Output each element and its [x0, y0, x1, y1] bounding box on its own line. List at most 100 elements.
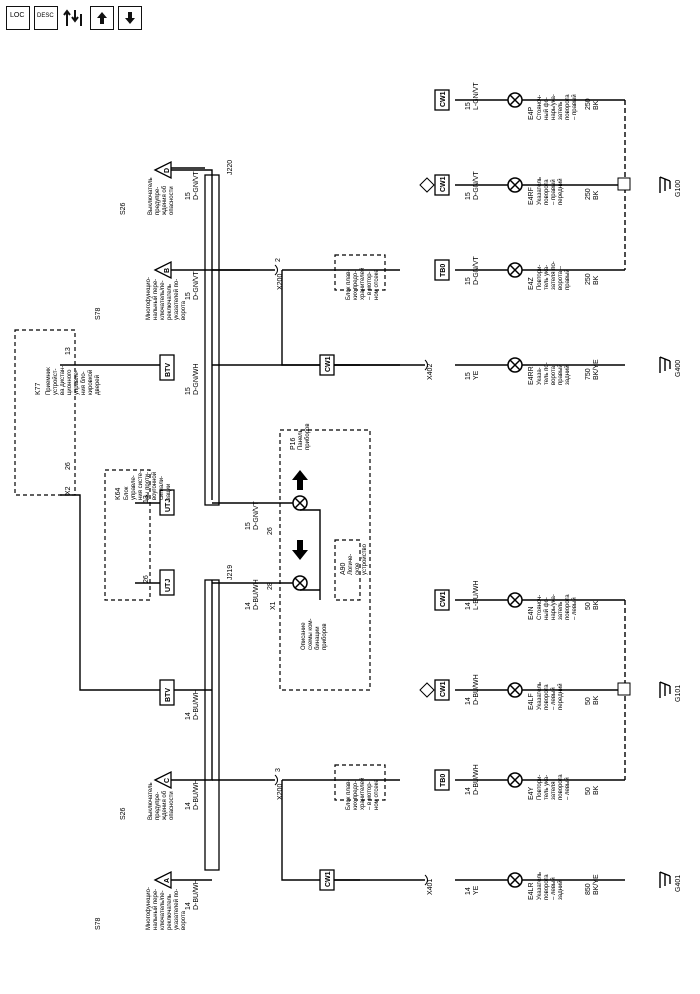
- p16-pin26: 26: [267, 527, 274, 535]
- connector-x401-label: X401: [427, 879, 434, 895]
- lamp-e4p-desc: Стояноч-ный фо-нарь/ука-зательповорота– …: [537, 94, 578, 120]
- module-k77-desc: Приемникустройст-ва дистан-ционногоуправ…: [46, 366, 101, 395]
- wire-label-buwh-6: 14D-BU/WH: [465, 764, 480, 795]
- lamp-e4y-x: [509, 774, 521, 786]
- box-tb0-2: [434, 259, 450, 281]
- module-k77-code: K77: [35, 382, 42, 395]
- wire-label-gnvt-3: 15D-GN/VT: [245, 501, 260, 531]
- svg-text:DESC: DESC: [37, 13, 54, 19]
- lamp-e4rr-x: [509, 359, 521, 371]
- lamp-e4rf-desc: Указательповорота– правыйпередний: [537, 177, 564, 205]
- box-cw1-x401-label: CW1: [325, 871, 332, 887]
- module-k77-pin26: 26: [65, 462, 72, 470]
- module-k64-pin26: 26: [143, 575, 150, 583]
- module-k64-pin13: 13: [143, 495, 150, 503]
- switch-s78-top-pin: B: [164, 268, 171, 273]
- switch-s26-bot-pin: C: [164, 778, 171, 783]
- box-btv-top: [159, 354, 175, 381]
- arrow-up-icon: [292, 470, 308, 490]
- switch-s26-top-pin: D: [164, 168, 171, 173]
- box-cw1-4: [434, 679, 450, 701]
- connector-x200-top: [274, 264, 278, 276]
- arrow-down-icon[interactable]: [118, 6, 142, 30]
- lamp-e4lf-code: E4LF: [528, 693, 535, 710]
- switch-s26-bot-code: S26: [120, 807, 127, 820]
- wire-label-gnvt-2: 15D-GN/VT: [185, 271, 200, 301]
- svg-text:LOC: LOC: [10, 12, 24, 19]
- module-a90-code: A90: [340, 562, 347, 575]
- switch-s78-top-code: S78: [95, 307, 102, 320]
- wire-label-bk50-3: 50BK: [585, 785, 600, 795]
- lamp-e4n-desc: Стояноч-ный фо-нарь/ука-зательповорота– …: [537, 594, 578, 620]
- module-k64-desc: Блокуправле-ния систе-мы проти-воугонной…: [124, 471, 172, 500]
- connector-x200-bot-label: X200: [277, 784, 284, 800]
- lamp-e4lf-desc: Указательповорота– левыйпередний: [537, 682, 564, 710]
- box-tb0-2-label: TB0: [440, 264, 447, 277]
- description-note: Описаниесхемы ком-бинацииприборов: [301, 618, 328, 650]
- splice-j219-label: J219: [227, 565, 234, 580]
- connector-x401: [424, 874, 428, 886]
- box-tb0-5: [434, 769, 450, 791]
- ground-splice-bot: [617, 682, 631, 696]
- p16-x1: X1: [270, 601, 277, 610]
- wire-label-gnwh: 15D-GN/WH: [185, 364, 200, 396]
- g401-label: G401: [675, 875, 682, 892]
- module-x50a-bot-desc: Блок плав-ких предо-хранителей– в мотор-…: [346, 778, 380, 810]
- connector-pin3: 3: [275, 768, 282, 772]
- module-p16-code: P16: [290, 437, 297, 450]
- wire-btv-bot: [60, 494, 212, 691]
- box-btv-top-label: BTV: [165, 363, 172, 377]
- lamp-e4lf-x: [509, 684, 521, 696]
- junction-diamond-bot: [419, 682, 435, 698]
- box-tb0-5-label: TB0: [440, 774, 447, 787]
- wire-label-ye15: 15YE: [465, 370, 480, 380]
- switch-s78-bot: [153, 870, 172, 890]
- lamp-e4lr-code: E4LR: [528, 882, 535, 900]
- wire-p16-a90: [300, 509, 321, 600]
- arrow-down-icon: [292, 540, 308, 560]
- g100-ground-icon: [659, 176, 671, 193]
- box-cw1-0: [434, 89, 450, 111]
- box-btv-bot-label: BTV: [165, 688, 172, 702]
- box-btv-bot: [159, 679, 175, 706]
- wire-label-lgnvt: 15L-GN/VT: [465, 82, 480, 110]
- module-x50a-top-desc: Блок плав-ких предо-хранителей– в мотор-…: [346, 268, 380, 300]
- box-utj-bot-label: UTJ: [165, 579, 172, 592]
- arrow-up-icon[interactable]: [90, 6, 114, 30]
- wire-label-buwh-1: 14D-BU/WH: [185, 779, 200, 810]
- loc-icon[interactable]: LOC: [6, 6, 30, 30]
- box-cw1-1-label: CW1: [440, 176, 447, 192]
- box-cw1-1: [434, 174, 450, 196]
- splice-j220-label: J220: [227, 160, 234, 175]
- connector-x200-bot: [274, 774, 278, 786]
- desc-icon[interactable]: DESC: [34, 6, 58, 30]
- wire-label-bk250-2: 250BK: [585, 188, 600, 200]
- wire-j220-trunk: [165, 169, 213, 500]
- p16-pin28: 28: [267, 582, 274, 590]
- switch-s78-top: [153, 260, 172, 280]
- module-p16: [279, 429, 371, 691]
- box-cw1-0-label: CW1: [440, 91, 447, 107]
- flow-icon[interactable]: [62, 6, 86, 30]
- lamp-p16-left-x: [294, 577, 306, 589]
- wire-label-buwh-4: 14D-BU/WH: [245, 579, 260, 610]
- wire-label-buwh-5: 14D-BU/WH: [465, 674, 480, 705]
- lamp-p16-right-x: [294, 497, 306, 509]
- wire-label-gnvt-1: 15D-GN/VT: [185, 171, 200, 201]
- lamp-e4p-code: E4P: [528, 106, 535, 120]
- connector-pin2: 2: [275, 258, 282, 262]
- wire-label-buwh-3: 14D-BU/WH: [185, 689, 200, 720]
- lamp-e4z-code: E4Z: [528, 276, 535, 290]
- lamp-e4z-desc: Повтори-тель ука-зателя по-ворота –правы…: [537, 261, 571, 290]
- lamp-e4p-x: [509, 94, 521, 106]
- g101-label: G101: [675, 685, 682, 702]
- connector-x402: [424, 359, 428, 371]
- switch-s78-bot-pin: A: [164, 878, 171, 883]
- module-k64-code: K64: [115, 487, 122, 500]
- ground-splice-top: [617, 177, 631, 191]
- lamp-e4rf-x: [509, 179, 521, 191]
- wire-label-gnvt-5: 15D-GN/VT: [465, 256, 480, 286]
- lamp-e4rr-desc: Указа-тель по-воротаправыйзадний: [537, 362, 571, 385]
- g100-label: G100: [675, 180, 682, 197]
